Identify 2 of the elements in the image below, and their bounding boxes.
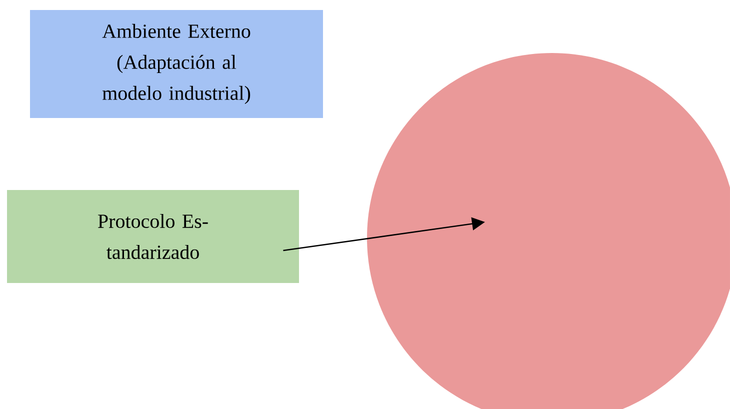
text-box: Ambiente Externo (Adaptación al modelo industrial) [30,10,323,118]
text-box: Protocolo Es- tandarizado [7,190,299,283]
